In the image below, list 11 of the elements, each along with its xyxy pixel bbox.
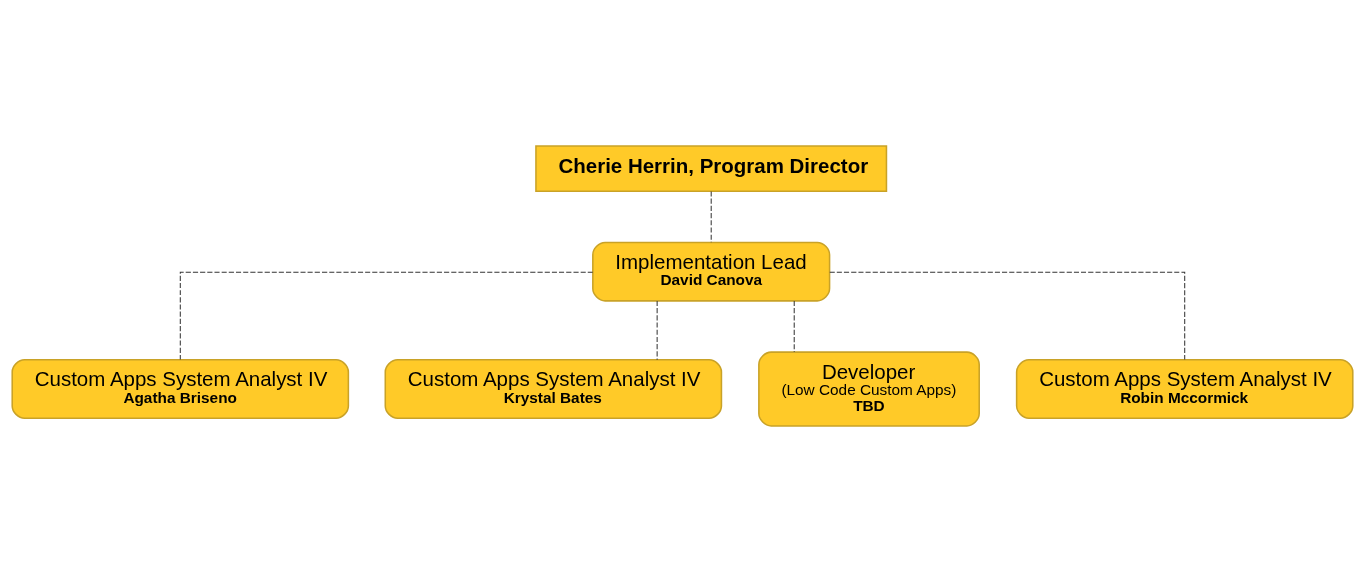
node-box: Custom Apps System Analyst IV Krystal Bates xyxy=(384,358,723,419)
connector xyxy=(793,299,795,353)
node-box: Developer (Low Code Custom Apps) TBD xyxy=(758,350,980,427)
connector xyxy=(829,271,1186,360)
node-box: Implementation Lead David Canova xyxy=(592,241,831,302)
node-box: Custom Apps System Analyst IV Robin Mccormick xyxy=(1015,358,1354,419)
node-box: Cherie Herrin, Program Director xyxy=(535,144,888,192)
connector xyxy=(179,271,594,360)
node-box: Custom Apps System Analyst IV Agatha Briseno xyxy=(11,358,350,419)
connector xyxy=(710,190,712,243)
connector xyxy=(656,299,658,360)
